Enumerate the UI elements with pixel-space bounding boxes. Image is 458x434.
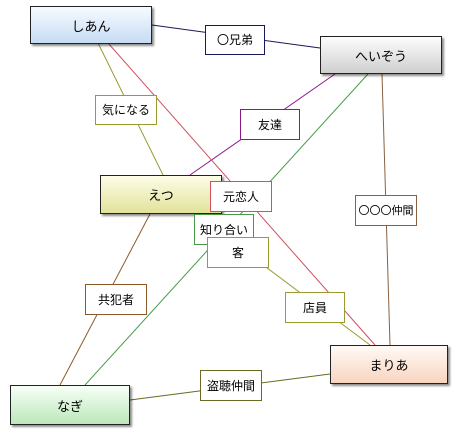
node-heizou-label: へいぞう: [354, 49, 407, 65]
label-kyaku-text: 客: [231, 245, 244, 260]
label-kyohan: 共犯者: [85, 284, 147, 315]
label-tenin-text: 店員: [302, 300, 327, 315]
label-ex: 元恋人: [210, 181, 272, 212]
label-brother: 〇兄弟: [205, 25, 265, 55]
label-tenin: 店員: [285, 292, 345, 323]
label-nakama: 〇〇〇仲間: [355, 195, 417, 226]
node-etsu[interactable]: えつ: [100, 175, 222, 214]
label-kyaku: 客: [207, 237, 269, 268]
label-friend-text: 友達: [257, 117, 282, 132]
label-kininaru-text: 気になる: [101, 103, 150, 117]
node-maria-label: まりあ: [369, 359, 409, 374]
label-ex-text: 元恋人: [222, 189, 259, 204]
node-shion[interactable]: しあん: [30, 6, 152, 44]
label-touchou-text: 盗聴仲間: [206, 378, 255, 393]
node-etsu-label: えつ: [148, 189, 174, 204]
label-friend: 友達: [240, 109, 300, 140]
node-shion-label: しあん: [71, 19, 111, 35]
label-nakama-text: 〇〇〇仲間: [358, 204, 414, 217]
label-shiriai-text: 知り合い: [199, 222, 248, 237]
node-maria[interactable]: まりあ: [330, 345, 448, 384]
label-kininaru: 気になる: [95, 95, 157, 125]
label-kyohan-text: 共犯者: [97, 292, 134, 307]
node-nagi[interactable]: なぎ: [10, 385, 130, 425]
node-nagi-label: なぎ: [56, 399, 83, 415]
label-brother-text: 〇兄弟: [216, 33, 253, 47]
node-heizou[interactable]: へいぞう: [320, 36, 442, 74]
label-touchou: 盗聴仲間: [200, 370, 262, 401]
